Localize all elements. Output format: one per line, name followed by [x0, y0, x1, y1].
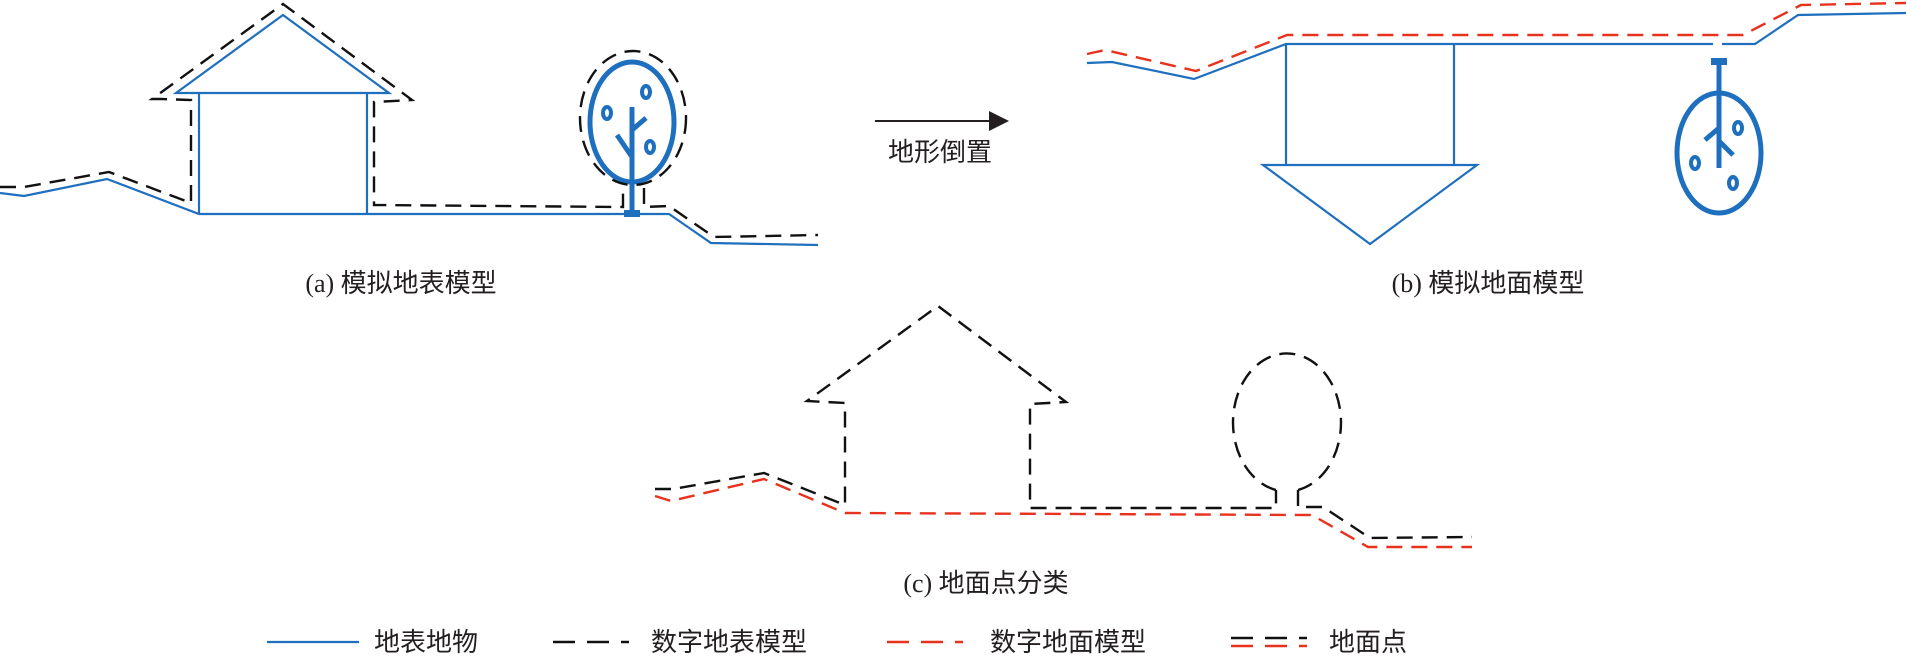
svg-text:地表地物: 地表地物: [374, 628, 478, 657]
caption-a: (a) 模拟地表模型: [305, 269, 496, 298]
legend-item-surface-features: 地表地物: [267, 628, 478, 657]
dtm-line: [1086, 1, 1906, 73]
caption-b: (b) 模拟地面模型: [1392, 269, 1585, 298]
ground-points-line: [654, 477, 1472, 549]
arrow-label: 地形倒置: [888, 138, 992, 167]
dsm-tree-outline: [1231, 352, 1343, 492]
dsm-line: [0, 2, 625, 209]
tree-icon: [587, 59, 677, 217]
ground-surface-line: [0, 177, 819, 247]
caption-c: (c) 地面点分类: [903, 569, 1068, 598]
svg-text:数字地面模型: 数字地面模型: [990, 628, 1146, 657]
svg-text:地面点: 地面点: [1329, 628, 1407, 657]
inverted-house: [1259, 44, 1481, 246]
ground-surface-line: [1086, 42, 1713, 81]
dsm-tree-outline: [578, 49, 688, 187]
svg-text:数字地表模型: 数字地表模型: [651, 628, 807, 657]
panel-a-surface-model: (a) 模拟地表模型: [0, 2, 819, 298]
terrain-inversion-arrow: 地形倒置: [875, 111, 1009, 167]
inverted-tree-icon: [1674, 58, 1764, 216]
panel-b-ground-model: (b) 模拟地面模型: [1086, 1, 1906, 298]
legend-item-dsm: 数字地表模型: [553, 628, 807, 657]
legend-item-dtm: 数字地面模型: [887, 628, 1146, 657]
legend: 地表地物 数字地表模型 数字地面模型 地面点: [267, 628, 1407, 657]
dsm-line: [655, 304, 1278, 510]
legend-item-ground-points: 地面点: [1231, 628, 1407, 657]
house: [172, 13, 393, 214]
panel-c-ground-point-classification: (c) 地面点分类: [654, 304, 1473, 598]
